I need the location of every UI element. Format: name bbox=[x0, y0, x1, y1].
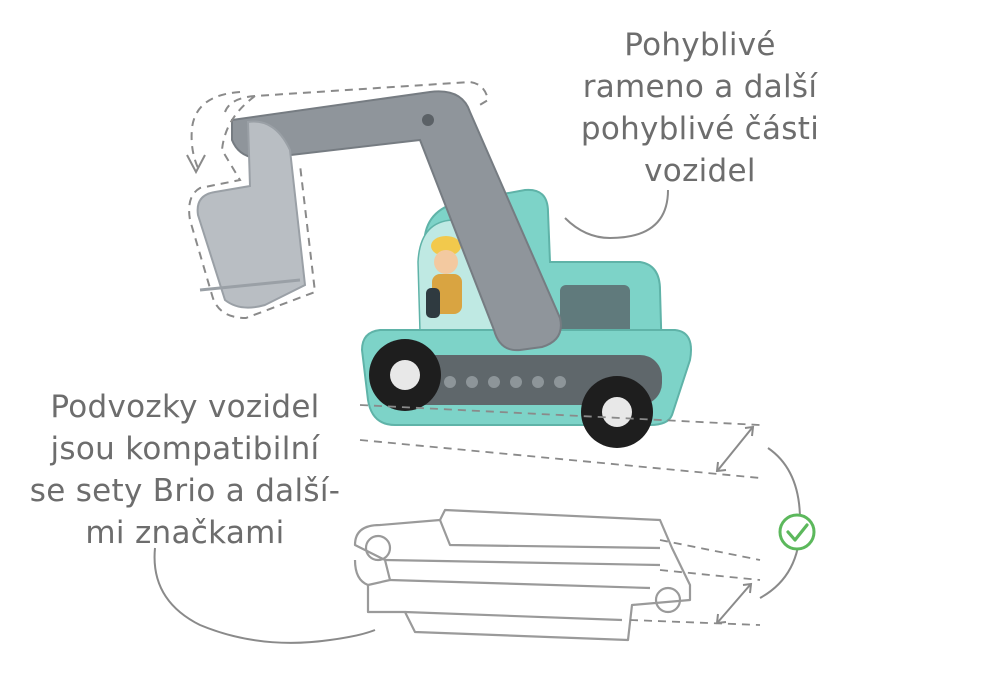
check-circle-icon bbox=[778, 513, 816, 551]
caption-line: mi značkami bbox=[85, 515, 285, 551]
caption-line: pohyblivé části bbox=[580, 111, 820, 147]
engine-grille bbox=[560, 285, 630, 340]
excavator-arm bbox=[196, 90, 562, 352]
compatibility-guides bbox=[359, 404, 761, 626]
arm-outline-dashed bbox=[188, 80, 490, 320]
double-arrow-icon bbox=[715, 582, 753, 625]
rear-wheel bbox=[581, 376, 653, 448]
arm-bucket bbox=[196, 120, 307, 309]
caption-line: rameno a další bbox=[582, 69, 818, 105]
track-bolts bbox=[444, 376, 566, 388]
caption-compatible-chassis: Podvozky vozidel jsou kompatibilní se se… bbox=[10, 386, 360, 554]
caption-line: jsou kompatibilní bbox=[50, 431, 320, 467]
caption-line: se sety Brio a další- bbox=[29, 473, 341, 509]
arm-motion-arrow bbox=[190, 91, 241, 169]
double-arrow-icon bbox=[715, 425, 755, 473]
excavator-toy bbox=[360, 188, 692, 448]
caption-line: vozidel bbox=[644, 153, 756, 189]
caption-line: Podvozky vozidel bbox=[50, 389, 320, 425]
brio-track-piece bbox=[353, 508, 692, 642]
caption-line: Pohyblivé bbox=[624, 27, 776, 63]
caption-movable-arm: Pohyblivé rameno a další pohyblivé části… bbox=[520, 24, 880, 192]
top-caption-leader bbox=[564, 189, 669, 240]
front-wheel bbox=[369, 339, 441, 411]
driver-figure bbox=[426, 236, 462, 318]
left-caption-leader bbox=[153, 547, 376, 644]
